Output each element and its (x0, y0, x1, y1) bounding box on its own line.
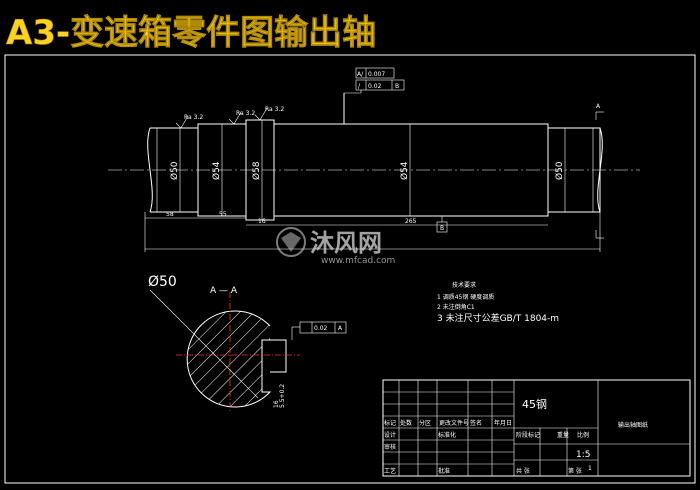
tb-label-sign: 签名 (470, 419, 482, 427)
tb-part-name: 输出轴图纸 (618, 421, 648, 429)
tb-material: 45钢 (522, 398, 547, 411)
shaft-break-left (147, 127, 153, 213)
technical-notes: 技术要求 1 调质45钢 硬度调质 2 未注倒角C1 3 未注尺寸公差GB/T … (437, 281, 559, 324)
section-outline (186, 310, 287, 408)
roughness-2: Ra 3.2 (236, 110, 255, 117)
tol-2-value: 0.02 (368, 83, 382, 90)
section-mark-top: A (596, 103, 601, 110)
section-tol-value: 0.02 (314, 325, 328, 332)
section-tol-ref: A (338, 325, 343, 332)
shaft-break-right (597, 127, 603, 213)
dim-len-3: 16 (258, 218, 266, 225)
dim-dia-4: Ø54 (399, 161, 410, 180)
watermark-brand: 沐风网 (310, 229, 382, 257)
shaft-main-view: Ø50 Ø54 Ø58 Ø54 Ø50 58 55 16 265 B A Ra … (108, 67, 640, 252)
section-key-dim: 16 (273, 400, 280, 408)
tb-label-date: 年月日 (494, 419, 512, 427)
section-depth-dim: 5.5+0.2 (279, 384, 286, 408)
notes-item-3: 3 未注尺寸公差GB/T 1804-m (437, 312, 559, 324)
watermark: 沐风网 www.mfcad.com (276, 227, 395, 266)
tol-1-value: 0.007 (368, 71, 385, 78)
tb-label-review: 审核 (384, 443, 396, 451)
tb-label-change: 更改文件号 (439, 419, 469, 427)
section-dia: Ø50 (148, 274, 177, 290)
tb-label-zone: 分区 (419, 419, 431, 427)
tol-1-symbol: A/ (357, 71, 364, 78)
tb-label-weight: 重量 (557, 431, 569, 439)
watermark-url: www.mfcad.com (321, 256, 395, 266)
title-block: 标记 处数 分区 更改文件号 签名 年月日 设计 标准化 阶段标记 重量 比例 … (382, 379, 691, 477)
tb-scale: 1:5 (576, 450, 590, 460)
drawing-title: A3-变速箱零件图输出轴 (6, 13, 376, 53)
tb-label-scale: 比例 (577, 431, 589, 439)
tb-label-mark: 标记 (384, 419, 396, 427)
tb-label-sheet: 第 张 (568, 467, 582, 475)
dim-dia-2: Ø54 (211, 161, 222, 180)
drawing-border (4, 54, 696, 484)
section-title: A — A (210, 286, 238, 296)
dim-len-1: 58 (166, 211, 174, 218)
tb-label-total: 共 张 (516, 467, 530, 475)
roughness-1: Ra 3.2 (184, 114, 203, 121)
datum-b: B (440, 225, 444, 232)
dim-len-4: 265 (405, 218, 417, 225)
shaft-segment-body (273, 123, 549, 217)
tb-label-std: 标准化 (438, 431, 456, 439)
tb-label-approve: 批准 (438, 467, 450, 475)
tol-2-ref: B (395, 83, 399, 90)
notes-item-2: 2 未注倒角C1 (437, 303, 475, 311)
dim-len-2: 55 (219, 211, 227, 218)
tb-label-process: 工艺 (384, 467, 396, 475)
dim-dia-3: Ø58 (251, 161, 262, 180)
tol-2-symbol: / (358, 83, 361, 90)
notes-heading: 技术要求 (452, 281, 476, 289)
tb-label-design: 设计 (384, 431, 396, 439)
section-view: Ø50 A — A 0.02 A 16 5.5+0.2 (148, 274, 347, 412)
watermark-logo-icon (276, 227, 306, 257)
dim-dia-5: Ø50 (554, 161, 565, 180)
tb-sheet: 1 (588, 465, 592, 472)
roughness-3: Ra 3.2 (265, 106, 284, 113)
tb-label-stage: 阶段标记 (516, 431, 540, 439)
tb-label-count: 处数 (400, 419, 412, 427)
dim-dia-1: Ø50 (169, 161, 180, 180)
notes-item-1: 1 调质45钢 硬度调质 (437, 293, 494, 301)
section-hatch (187, 311, 270, 408)
